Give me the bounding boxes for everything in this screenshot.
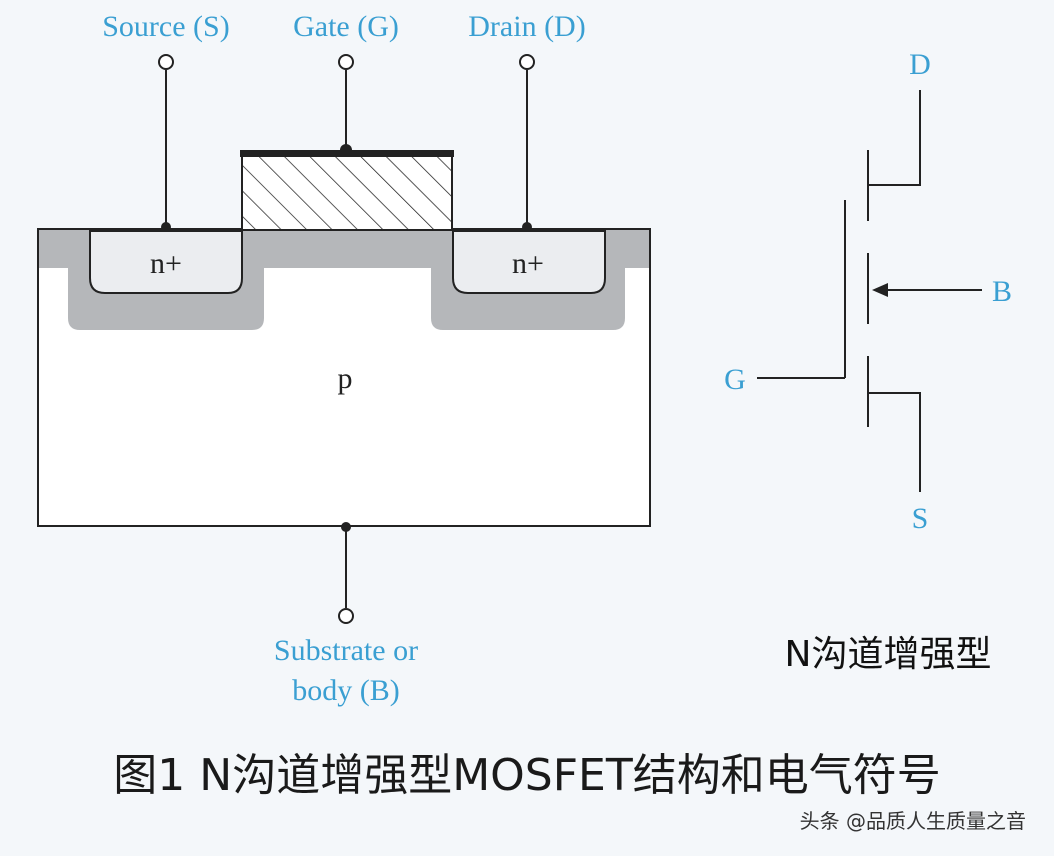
source-terminal-icon bbox=[158, 54, 174, 70]
gate-label: Gate (G) bbox=[293, 10, 399, 43]
body-doping-label: p bbox=[338, 362, 353, 395]
substrate-label-line1: Substrate or bbox=[274, 634, 418, 667]
drain-terminal-icon bbox=[519, 54, 535, 70]
drain-label: Drain (D) bbox=[468, 10, 585, 43]
watermark: 头条 @品质人生质量之音 bbox=[800, 809, 1026, 833]
symbol-title: N沟道增强型 bbox=[785, 634, 992, 675]
substrate-label-line2: body (B) bbox=[292, 674, 400, 707]
drain-terminal bbox=[519, 54, 535, 232]
drain-n-region bbox=[452, 230, 606, 294]
source-doping-label: n+ bbox=[150, 247, 182, 280]
body-terminal bbox=[338, 522, 354, 624]
body-terminal-icon bbox=[338, 608, 354, 624]
symbol-drain-label: D bbox=[909, 48, 931, 81]
symbol-gate-label: G bbox=[724, 363, 746, 396]
gate-terminal-icon bbox=[338, 54, 354, 70]
mosfet-symbol: D B G S N沟道增强型 bbox=[724, 48, 1012, 675]
source-n-region bbox=[89, 230, 243, 294]
symbol-body-label: B bbox=[992, 275, 1012, 308]
gate-terminal bbox=[338, 54, 354, 156]
figure-caption: 图1 N沟道增强型MOSFET结构和电气符号 bbox=[113, 750, 940, 801]
symbol-source-label: S bbox=[912, 502, 929, 535]
gate-electrode bbox=[241, 155, 453, 231]
cross-section: n+ n+ p Source (S) Gate (G) Drain (D) Su bbox=[37, 10, 651, 707]
source-terminal bbox=[158, 54, 174, 232]
body-arrow-icon bbox=[872, 283, 888, 297]
source-label: Source (S) bbox=[102, 10, 229, 43]
drain-doping-label: n+ bbox=[512, 247, 544, 280]
